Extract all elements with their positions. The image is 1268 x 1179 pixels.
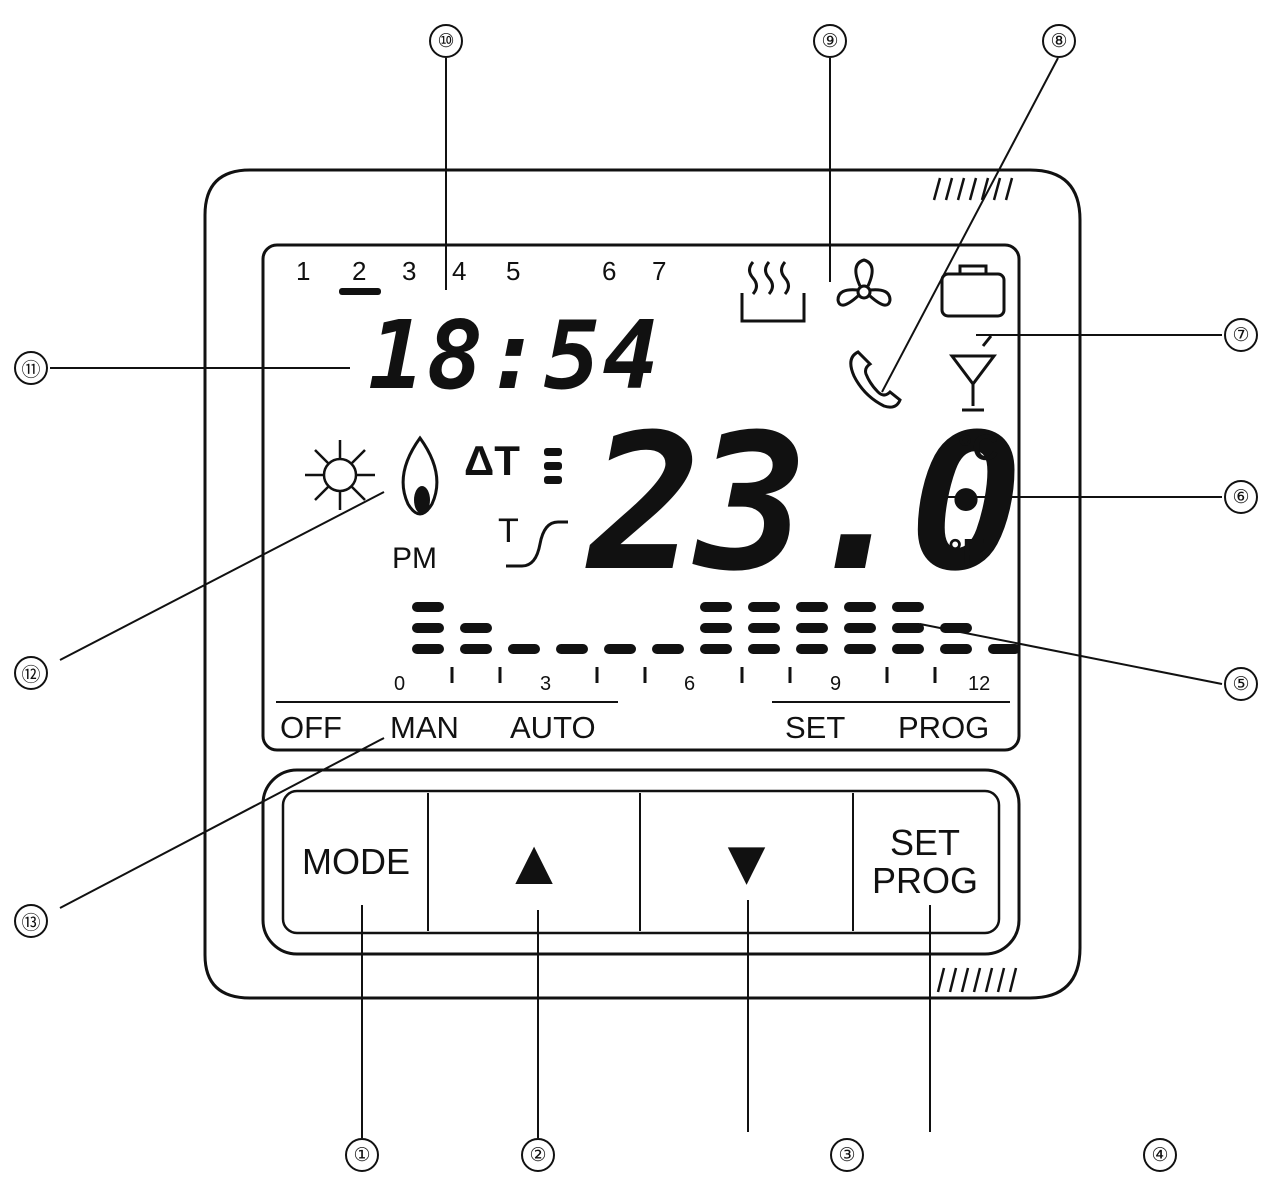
unit-celsius: °C [958,427,999,468]
profile-segment [412,623,444,633]
callout-2: ② [521,1138,555,1172]
grip-ridges-bottom [936,967,1018,993]
profile-segment [892,602,924,612]
profile-segment [412,644,444,654]
down-arrow-icon: ▼ [714,826,779,898]
day-7: 7 [652,256,667,286]
day-1: 1 [296,256,311,286]
tick-label-6: 6 [684,673,696,695]
callout-leaders [50,57,1223,1138]
profile-segment [844,644,876,654]
mode-button-label: MODE [302,841,410,882]
fan-icon [836,258,892,307]
keypad-surround-outer [261,768,1021,956]
profile-segment [412,602,444,612]
profile-segment [460,644,492,654]
keypad-surround-inner [281,789,1001,935]
callout-12: ⑫ [14,656,48,690]
ramp-icon [506,520,568,568]
set-prog-button-line1: SET [889,822,960,864]
tick-label-9: 9 [830,673,842,695]
profile-segment [988,644,1020,654]
grip-ridges-top [932,177,1014,201]
day-5: 5 [506,256,521,286]
callout-9: ⑨ [813,24,847,58]
profile-segment [460,623,492,633]
up-arrow-icon: ▲ [502,826,566,898]
callout-4: ④ [1143,1138,1177,1172]
temperature-profile-bars [412,602,1020,654]
down-button[interactable]: ▼ [642,795,851,929]
profile-segment [748,602,780,612]
profile-segment [844,623,876,633]
housing-outline [203,168,1082,1000]
heating-icon [740,261,806,323]
profile-segment [796,602,828,612]
suitcase-icon [940,264,1006,318]
callout-7: ⑦ [1224,318,1258,352]
callout-8: ⑧ [1042,24,1076,58]
day-6: 6 [602,256,617,286]
profile-segment [604,644,636,654]
cocktail-icon [949,335,997,412]
profile-segment [796,644,828,654]
tick-label-0: 0 [394,673,406,695]
callout-10: ⑩ [429,24,463,58]
callout-13: ⑬ [14,904,48,938]
unit-fahrenheit: °F [948,531,985,572]
temperature-display: 23.0 [588,394,1023,613]
clock-display: 18:54 [368,302,661,411]
mode-set: SET [785,710,846,745]
ramp-t-label: T [498,512,519,550]
set-prog-button-line2: PROG [871,860,978,901]
callout-1: ① [345,1138,379,1172]
profile-segment [700,644,732,654]
set-prog-button[interactable]: SET PROG [855,795,995,929]
callout-5: ⑤ [1224,667,1258,701]
mode-prog: PROG [898,710,990,745]
delta-t-label: ΔT [464,437,520,484]
callout-11: ⑪ [14,351,48,385]
callout-3: ③ [830,1138,864,1172]
profile-segment [700,602,732,612]
mode-button[interactable]: MODE [286,795,426,929]
day-4: 4 [452,256,467,286]
profile-segment [700,623,732,633]
delta-t-bars [544,448,562,484]
profile-segment [652,644,684,654]
profile-segment [796,623,828,633]
profile-segment [940,644,972,654]
active-day-marker [339,288,381,295]
profile-segment [748,623,780,633]
phone-icon [849,350,902,409]
mode-auto: AUTO [510,710,596,745]
mode-off: OFF [280,710,342,745]
profile-segment [892,623,924,633]
flame-icon [401,435,439,516]
profile-segment [892,644,924,654]
snowflake-icon [305,440,375,510]
tick-label-12: 12 [968,673,991,695]
profile-segment [748,644,780,654]
am-pm-indicator: PM [392,542,437,575]
profile-segment [556,644,588,654]
profile-segment [844,602,876,612]
profile-segment [508,644,540,654]
tick-label-3: 3 [540,673,552,695]
day-2: 2 [352,256,367,286]
timeline-tick-marks [450,667,937,683]
keypad-dividers [427,793,854,931]
up-button[interactable]: ▲ [430,795,638,929]
day-3: 3 [402,256,417,286]
callout-6: ⑥ [1224,480,1258,514]
mode-man: MAN [390,710,459,745]
